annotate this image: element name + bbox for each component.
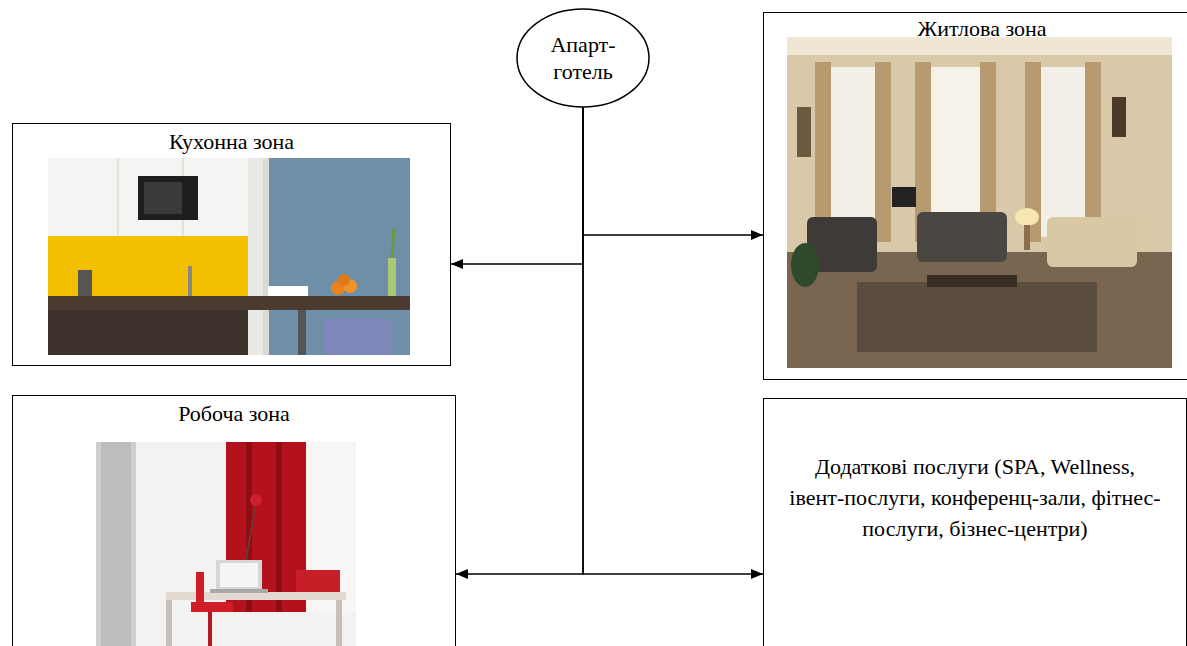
zone-title: Кухонна зона: [13, 128, 450, 155]
ellipse-outline: [516, 8, 650, 108]
zone-box: Кухонна зона: [12, 123, 451, 366]
services-text: Додаткові послуги (SPA, Wellness, івент-…: [789, 451, 1161, 544]
node-label: Апарт-готель: [541, 31, 625, 85]
kitchen-photo: [48, 158, 410, 355]
living-room-photo: [787, 37, 1172, 368]
arrow-connector: [583, 107, 763, 574]
zone-box: Робоча зона: [12, 395, 456, 646]
zone-box: Житлова зона: [763, 12, 1187, 380]
services-box: Додаткові послуги (SPA, Wellness, івент-…: [763, 398, 1187, 646]
start-ellipse: Апарт-готель: [516, 8, 650, 108]
arrow-connector: [583, 107, 763, 235]
arrow-connector: [451, 107, 583, 264]
work-area-photo: [96, 442, 356, 646]
zone-title: Житлова зона: [764, 15, 1187, 42]
zone-title: Робоча зона: [13, 400, 455, 427]
arrow-connector: [456, 107, 583, 574]
